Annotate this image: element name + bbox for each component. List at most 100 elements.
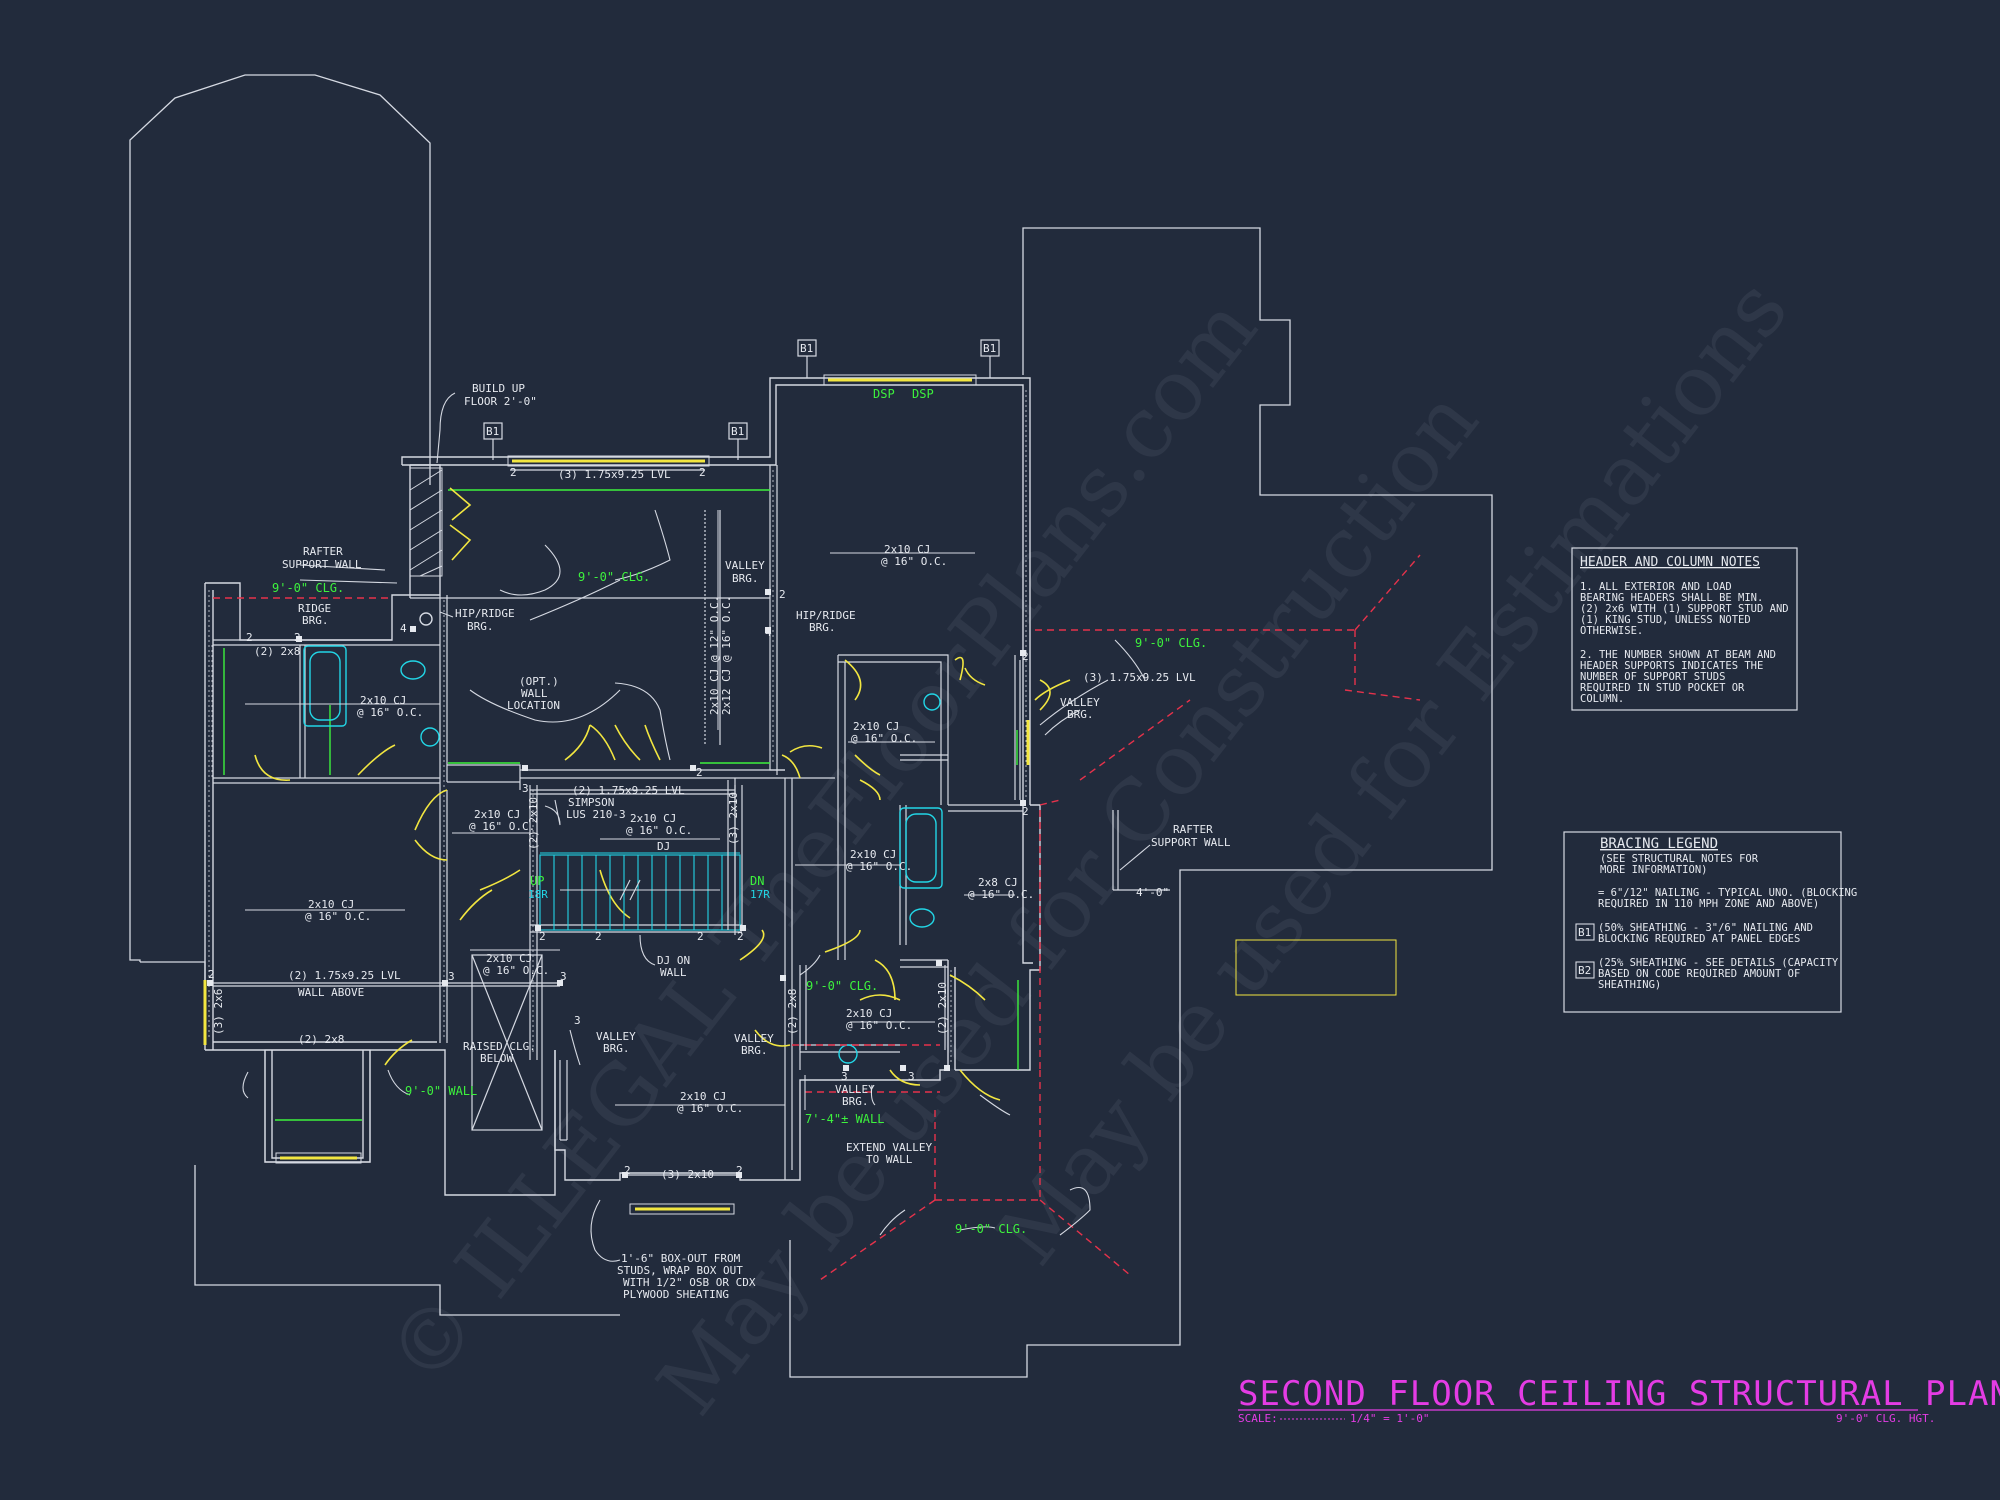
hip-ridge-bearing-label: BRG. [467,620,494,633]
ceiling-joist-label: 2x10 CJ [360,694,406,707]
stud-count: 3 [574,1014,581,1027]
box-out-note: WITH 1/2" OSB OR CDX [623,1276,756,1289]
valley-bearing-label: BRG. [741,1044,768,1057]
hip-ridge-bearing-label: BRG. [809,621,836,634]
header-notes-line: NUMBER OF SUPPORT STUDS [1580,671,1725,683]
hip-ridge-bearing-label: HIP/RIDGE [796,609,856,622]
stud-count: 3 [908,1070,915,1083]
drag-joist-on-wall-label: DJ ON [657,954,690,967]
ceiling-height-note: 9'-0" CLG. HGT. [1836,1412,1935,1425]
b1-tag-label: B1 [983,342,996,355]
drawing-title: SECOND FLOOR CEILING STRUCTURAL PLAN [1238,1374,2000,1414]
header-notes-line: BEARING HEADERS SHALL BE MIN. [1580,592,1763,604]
extend-valley-label: EXTEND VALLEY [846,1141,932,1154]
dimension-label: 4'-0" [1136,886,1169,899]
bracing-item-b2: SHEATHING) [1598,979,1661,991]
raised-ceiling-label: BELOW [480,1052,513,1065]
lvl-label: (2) 1.75x9.25 LVL [288,969,401,982]
box-out-note: STUDS, WRAP BOX OUT [617,1264,743,1277]
b1-tag-label: B1 [486,425,499,438]
stud-count: 3 [841,1070,848,1083]
dsp-label: DSP [912,387,934,401]
vertical-cj-label: 2x10 CJ @ 12" O.C. [708,596,721,715]
watermark: © ILLEGAL TheFloorPlans.com May be used … [369,261,1807,1432]
rafter-support-wall-label: SUPPORT WALL [282,558,362,571]
joist-spacing-label: @ 16" O.C. [846,1019,912,1032]
bracing-item-b2: BASED ON CODE REQUIRED AMOUNT OF [1598,968,1800,980]
header-size-label: (3) 2x6 [212,989,225,1035]
stud-count: 2 [697,930,704,943]
joist-spacing-label: @ 16" O.C. [357,706,423,719]
build-up-floor-label: BUILD UP [472,382,525,395]
valley-bearing-label: VALLEY [734,1032,774,1045]
stud-count: 2 [510,466,517,479]
stair-up-label: UP [530,874,544,888]
simpson-label: SIMPSON [568,796,614,809]
box-out-note: PLYWOOD SHEATING [623,1288,729,1301]
stud-count: 2 [1022,805,1029,818]
wall-height-label: 7'-4"± WALL [805,1112,884,1126]
scale-value: 1/4" = 1'-0" [1350,1412,1429,1425]
box-out-note: 1'-6" BOX-OUT FROM [621,1252,741,1265]
valley-bearing-label: VALLEY [835,1083,875,1096]
ceiling-joist-label: 2x10 CJ [486,952,532,965]
doors [254,487,1071,1101]
ceiling-height-label: 9'-0" CLG. [806,979,878,993]
ridge-bearing-label: RIDGE [298,602,331,615]
valley-bearing-label: BRG. [732,572,759,585]
ridge-bearing-label: BRG. [302,614,329,627]
header-size-label: (3) 2x10 [661,1168,714,1181]
valley-bearing-label: BRG. [603,1042,630,1055]
ceiling-joist-label: 2x10 CJ [846,1007,892,1020]
stair-down-risers-label: 17R [750,888,770,901]
raised-ceiling-label: RAISED CLG. [463,1040,536,1053]
header-notes-line: HEADER SUPPORTS INDICATES THE [1580,660,1763,672]
stud-count: 2 [737,930,744,943]
b1-tag-label: B1 [731,425,744,438]
rafter-support-wall-label: SUPPORT WALL [1151,836,1231,849]
header-size-label: (2) 2x10 [527,797,540,850]
bracing-legend-subtitle: (SEE STRUCTURAL NOTES FOR [1600,853,1759,865]
extend-valley-label: TO WALL [866,1153,913,1166]
beams [213,469,1170,1176]
header-size-label: (2) 2x10 [936,982,949,1035]
stud-count: 2 [696,766,703,779]
b1-tag-label: B1 [800,342,813,355]
bracing-item-b1: BLOCKING REQUIRED AT PANEL EDGES [1598,933,1800,945]
stud-count: 2 [208,968,215,981]
rafter-support-wall-label: RAFTER [1173,823,1213,836]
joist-spacing-label: @ 16" O.C. [305,910,371,923]
ceiling-height-label: 9'-0" CLG. [578,570,650,584]
raised-ceiling-box [264,954,543,1163]
roof-ridge-lines [213,554,1421,1281]
ceiling-height-label: 9'-0" CLG. [955,1222,1027,1236]
stud-count: 2 [1022,650,1029,663]
valley-bearing-label: BRG. [1067,708,1094,721]
stud-count: 4 [765,626,772,639]
ceiling-joist-label: 2x10 CJ [474,808,520,821]
bracing-legend: BRACING LEGEND (SEE STRUCTURAL NOTES FOR… [1563,831,1857,1013]
drag-joist-label: DJ [657,840,670,853]
wall-height-label: 9'-0" WALL [405,1084,477,1098]
bracing-b1-tag: B1 [1578,926,1591,939]
valley-bearing-label: BRG. [842,1095,869,1108]
build-up-floor-label: FLOOR 2'-0" [464,395,537,408]
shelf-hatch [409,467,443,577]
bracing-legend-title: BRACING LEGEND [1600,836,1718,852]
joist-spacing-label: @ 16" O.C. [677,1102,743,1115]
header-size-label: (2) 2x8 [298,1033,344,1046]
bracing-item-1: REQUIRED IN 110 MPH ZONE AND ABOVE) [1598,898,1819,910]
optional-wall-label: (OPT.) [519,675,559,688]
wall-above-label: WALL ABOVE [298,986,364,999]
stud-count: 3 [560,970,567,983]
leader-lines [242,392,1151,1262]
stud-count: 2 [595,930,602,943]
header-notes-line: COLUMN. [1580,693,1624,705]
header-notes-line: 1. ALL EXTERIOR AND LOAD [1580,581,1732,593]
ceiling-joist-label: 2x10 CJ [853,720,899,733]
joist-spacing-label: @ 16" O.C. [846,860,912,873]
header-notes-line: (2) 2x6 WITH (1) SUPPORT STUD AND [1580,603,1789,615]
optional-wall-label: LOCATION [507,699,560,712]
window-headers [203,378,1030,1211]
stud-count: 3 [522,782,529,795]
